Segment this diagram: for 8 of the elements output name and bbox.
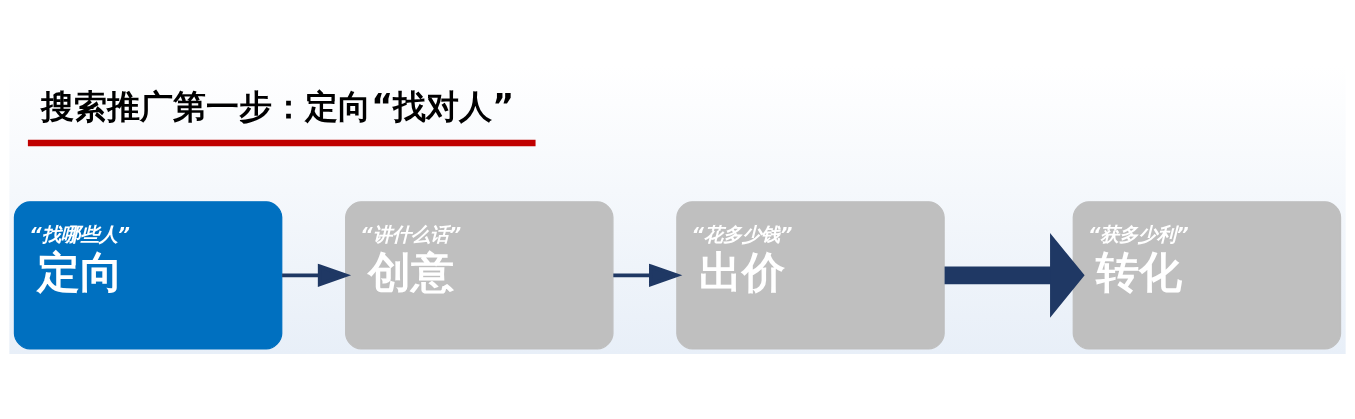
diagram-title: 搜索推广第一步：定向“找对人” [41, 86, 514, 126]
node-box: “获多少利” 转化 [1072, 201, 1342, 350]
arrow [282, 263, 352, 287]
node-box: “花多少钱” 出价 [676, 201, 945, 350]
node-box: “讲什么话” 创意 [345, 201, 614, 350]
arrow [944, 233, 1085, 318]
node-box: “找哪些人” 定向 [13, 201, 283, 350]
arrow [613, 263, 683, 287]
